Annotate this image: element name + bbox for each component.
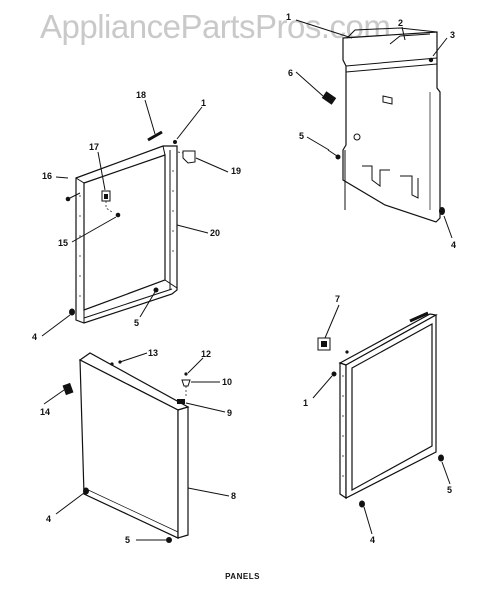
callout-17: 17 xyxy=(89,142,99,152)
callout-5: 5 xyxy=(299,131,304,141)
callout-4: 4 xyxy=(370,535,375,545)
callout-1: 1 xyxy=(201,98,206,108)
callout-16: 16 xyxy=(42,171,52,181)
callout-5: 5 xyxy=(125,535,130,545)
side-frame xyxy=(65,130,196,324)
rear-panel xyxy=(321,27,445,223)
callout-2: 2 xyxy=(398,18,403,28)
side-panel xyxy=(317,311,444,508)
callout-5: 5 xyxy=(134,318,139,328)
callout-14: 14 xyxy=(40,407,50,417)
diagram-caption: PANELS xyxy=(225,572,260,581)
callout-7: 7 xyxy=(335,294,340,304)
front-panel xyxy=(62,352,191,543)
callout-15: 15 xyxy=(58,238,68,248)
callout-8: 8 xyxy=(231,491,236,501)
callout-labels: 1 2 3 6 5 4 18 1 17 16 19 15 20 4 5 13 1… xyxy=(32,12,456,545)
callout-5: 5 xyxy=(447,485,452,495)
callout-6: 6 xyxy=(288,68,293,78)
callout-4: 4 xyxy=(32,332,37,342)
leader-lines xyxy=(41,19,453,541)
callout-4: 4 xyxy=(46,514,51,524)
callout-4: 4 xyxy=(451,240,456,250)
callout-9: 9 xyxy=(227,408,232,418)
callout-3: 3 xyxy=(450,30,455,40)
watermark: AppliancePartsPros.com xyxy=(40,8,391,45)
callout-1: 1 xyxy=(303,398,308,408)
callout-13: 13 xyxy=(148,348,158,358)
callout-19: 19 xyxy=(231,166,241,176)
callout-12: 12 xyxy=(201,349,211,359)
callout-10: 10 xyxy=(222,377,232,387)
callout-20: 20 xyxy=(210,228,220,238)
callout-18: 18 xyxy=(136,90,146,100)
callout-1: 1 xyxy=(286,12,291,22)
